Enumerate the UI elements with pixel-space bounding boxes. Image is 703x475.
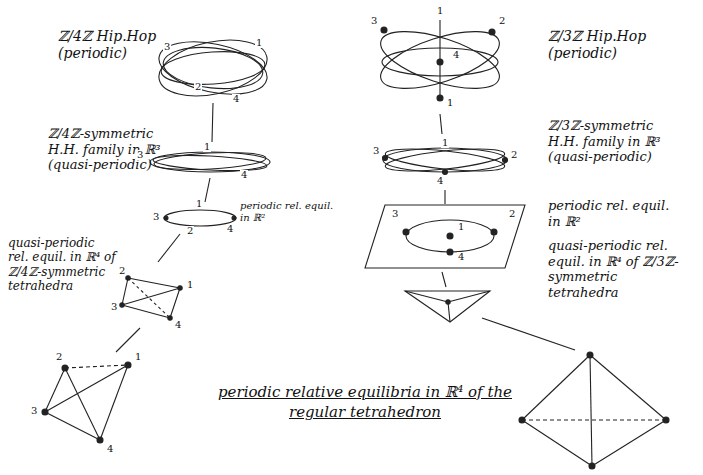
vertex-number: 1 [436,6,444,16]
tetrahedron-figure [519,352,669,469]
note-text: quasi-periodic rel. equil. in ℝ⁴ of ℤ/4ℤ… [8,236,116,294]
plane-figure [365,205,525,268]
vertex-number: 3 [391,209,399,219]
connector-line [158,234,180,262]
vertex-number: 4 [240,170,248,180]
orbit-figure [150,150,270,173]
vertex-number: 3 [372,146,380,156]
vertex-number: 1 [186,280,194,290]
note-text: ℤ/4ℤ Hip.Hop (periodic) [58,28,158,62]
orbit-figure [383,145,508,175]
vertex-number: 2 [508,209,516,219]
vertex-number: 1 [457,222,465,232]
orbit-figure [154,31,272,105]
connector-line [482,318,575,350]
vertex-number: 1 [255,38,263,48]
vertex-number: 3 [370,16,378,26]
connector-line [440,114,442,134]
vertex-number: 3 [163,42,171,52]
connector-line [212,103,213,142]
vertex-number: 3 [30,406,38,416]
vertex-number: 2 [498,16,506,26]
vertex-number: 4 [226,224,234,234]
vertex-number: 1 [441,138,449,148]
note-text: ℤ/3ℤ Hip.Hop (periodic) [548,28,658,62]
vertex-number: 4 [232,94,240,104]
vertex-number: 2 [194,82,202,92]
note-text: ℤ/3ℤ-symmetric H.H. family in ℝ³ (quasi-… [548,118,678,165]
connector-line [116,328,140,352]
note-text: ℤ/4ℤ-symmetric H.H. family in ℝ³ (quasi-… [48,126,166,173]
tetrahedron-figure [42,362,131,443]
connector-line [442,272,446,287]
connector-line [444,190,445,204]
vertex-number: 4 [106,444,114,454]
vertex-number: 1 [446,98,454,108]
tetrahedron-figure [405,291,490,322]
vertex-number: 1 [203,142,211,152]
orbit-figure [374,20,506,101]
vertex-number: 1 [195,199,203,209]
note-text: quasi-periodic rel. equil. in ℝ⁴ of ℤ/3ℤ… [548,238,688,300]
vertex-number: 3 [136,150,144,160]
vertex-number: 2 [118,266,126,276]
note-text: periodic rel. equil. in ℝ² [548,198,678,229]
vertex-number: 1 [134,352,142,362]
vertex-number: 2 [186,226,194,236]
connector-line [205,178,210,202]
vertex-number: 4 [457,252,465,262]
vertex-number: 4 [436,176,444,186]
vertex-number: 2 [510,150,518,160]
caption-text: periodic relative equilibria in ℝ⁴ of th… [215,382,515,423]
vertex-number: 3 [110,302,118,312]
note-text: periodic rel. equil. in ℝ² [240,200,340,224]
vertex-number: 2 [55,352,63,362]
vertex-number: 4 [452,50,460,60]
vertex-number: 3 [152,212,160,222]
vertex-number: 4 [174,320,182,330]
tetrahedron-figure [120,276,182,320]
